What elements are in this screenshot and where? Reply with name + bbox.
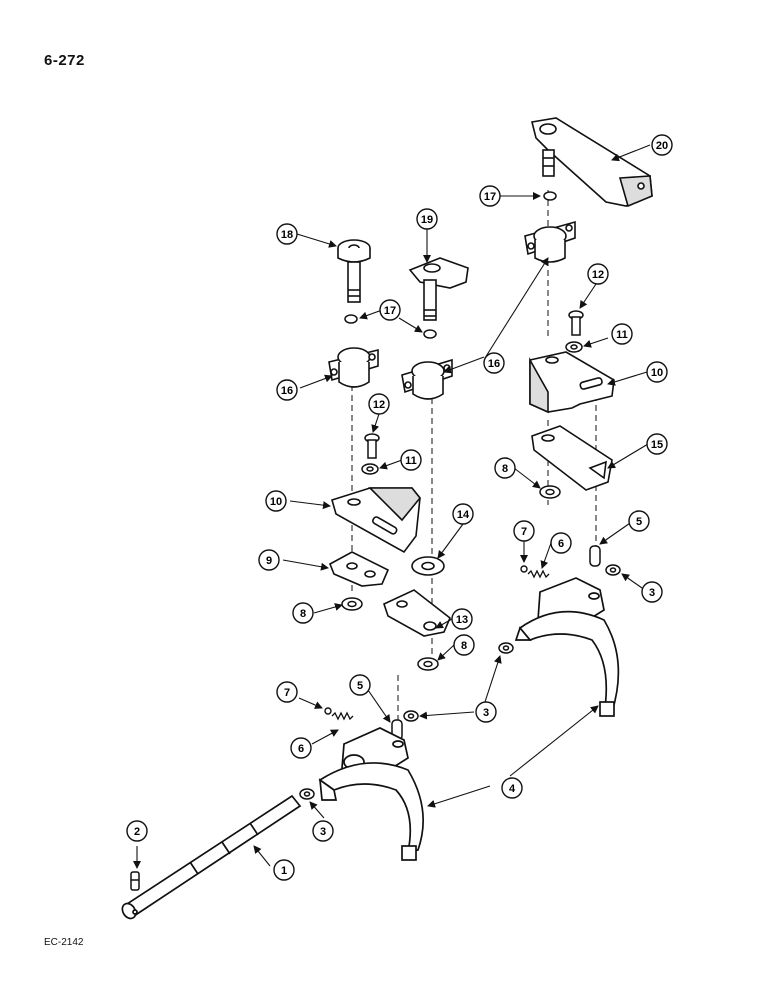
part-11-nut <box>361 341 583 475</box>
callout-label: 5 <box>357 680 363 692</box>
callout-label: 8 <box>461 640 467 652</box>
part-3-clip <box>299 564 621 800</box>
callout-label: 18 <box>281 229 293 241</box>
callout-3: 3 <box>312 820 334 842</box>
callout-7: 7 <box>276 681 298 703</box>
callout-label: 8 <box>300 608 306 620</box>
callout-5: 5 <box>628 510 650 532</box>
callout-6: 6 <box>290 737 312 759</box>
callout-label: 3 <box>320 826 326 838</box>
callout-label: 11 <box>616 329 628 341</box>
callout-label: 7 <box>521 526 527 538</box>
callout-1: 1 <box>273 859 295 881</box>
callout-label: 8 <box>502 463 508 475</box>
part-10-plate-lower <box>331 487 422 554</box>
callout-4: 4 <box>501 777 523 799</box>
callout-label: 20 <box>656 140 668 152</box>
callout-10: 10 <box>265 490 287 512</box>
callout-label: 3 <box>649 587 655 599</box>
callout-label: 12 <box>373 399 385 411</box>
callout-label: 19 <box>421 214 433 226</box>
callout-16: 16 <box>483 352 505 374</box>
callout-3: 3 <box>475 701 497 723</box>
callout-17: 17 <box>379 299 401 321</box>
callout-label: 14 <box>457 509 470 521</box>
callout-13: 13 <box>451 608 473 630</box>
callout-15: 15 <box>646 433 668 455</box>
part-19-bracket-pin <box>408 257 469 321</box>
part-1-shaft <box>121 794 302 920</box>
callout-label: 6 <box>298 743 304 755</box>
part-8-nut <box>341 485 561 671</box>
callout-6: 6 <box>550 532 572 554</box>
callout-leaders <box>133 144 651 869</box>
callout-label: 7 <box>284 687 290 699</box>
part-7-ball <box>324 565 528 715</box>
callout-label: 17 <box>384 305 396 317</box>
page-number: 6-272 <box>44 52 85 69</box>
callout-18: 18 <box>276 223 298 245</box>
callout-8: 8 <box>453 634 475 656</box>
callout-label: 15 <box>651 439 663 451</box>
callout-10: 10 <box>646 361 668 383</box>
callout-label: 10 <box>651 367 663 379</box>
callout-17: 17 <box>479 185 501 207</box>
callout-label: 2 <box>134 826 140 838</box>
callout-label: 9 <box>266 555 272 567</box>
reference-code: EC-2142 <box>44 937 84 948</box>
callout-12: 12 <box>587 263 609 285</box>
callout-label: 17 <box>484 191 496 203</box>
callout-8: 8 <box>292 602 314 624</box>
callout-12: 12 <box>368 393 390 415</box>
callout-5: 5 <box>349 674 371 696</box>
callout-3: 3 <box>641 581 663 603</box>
callout-label: 13 <box>456 614 468 626</box>
callout-7: 7 <box>513 520 535 542</box>
callout-11: 11 <box>400 449 422 471</box>
callout-8: 8 <box>494 457 516 479</box>
callout-11: 11 <box>611 323 633 345</box>
callout-label: 16 <box>488 358 500 370</box>
part-18-pin <box>337 239 371 303</box>
part-16-bushing <box>328 220 576 400</box>
callout-label: 1 <box>281 865 287 877</box>
callout-label: 12 <box>592 269 604 281</box>
part-6-spring <box>331 569 550 721</box>
callout-19: 19 <box>416 208 438 230</box>
part-15-plate <box>531 425 613 491</box>
callout-2: 2 <box>126 820 148 842</box>
callout-label: 4 <box>509 783 516 795</box>
part-10-plate <box>529 351 615 414</box>
part-17-washer <box>344 191 557 339</box>
part-14-washer <box>411 556 445 576</box>
part-12-bolt <box>364 310 584 459</box>
part-4-shift-fork <box>318 577 620 861</box>
callout-label: 5 <box>636 516 642 528</box>
callout-label: 6 <box>558 538 564 550</box>
callout-label: 10 <box>270 496 282 508</box>
callout-20: 20 <box>651 134 673 156</box>
callout-16: 16 <box>276 379 298 401</box>
part-2-roll-pin <box>130 871 140 891</box>
part-20-lever <box>531 117 653 208</box>
callout-9: 9 <box>258 549 280 571</box>
callout-label: 11 <box>405 455 417 467</box>
part-13-plate <box>383 589 451 637</box>
callout-14: 14 <box>452 503 474 525</box>
callout-label: 3 <box>483 707 489 719</box>
callout-label: 16 <box>281 385 293 397</box>
part-9-plate <box>328 551 390 587</box>
